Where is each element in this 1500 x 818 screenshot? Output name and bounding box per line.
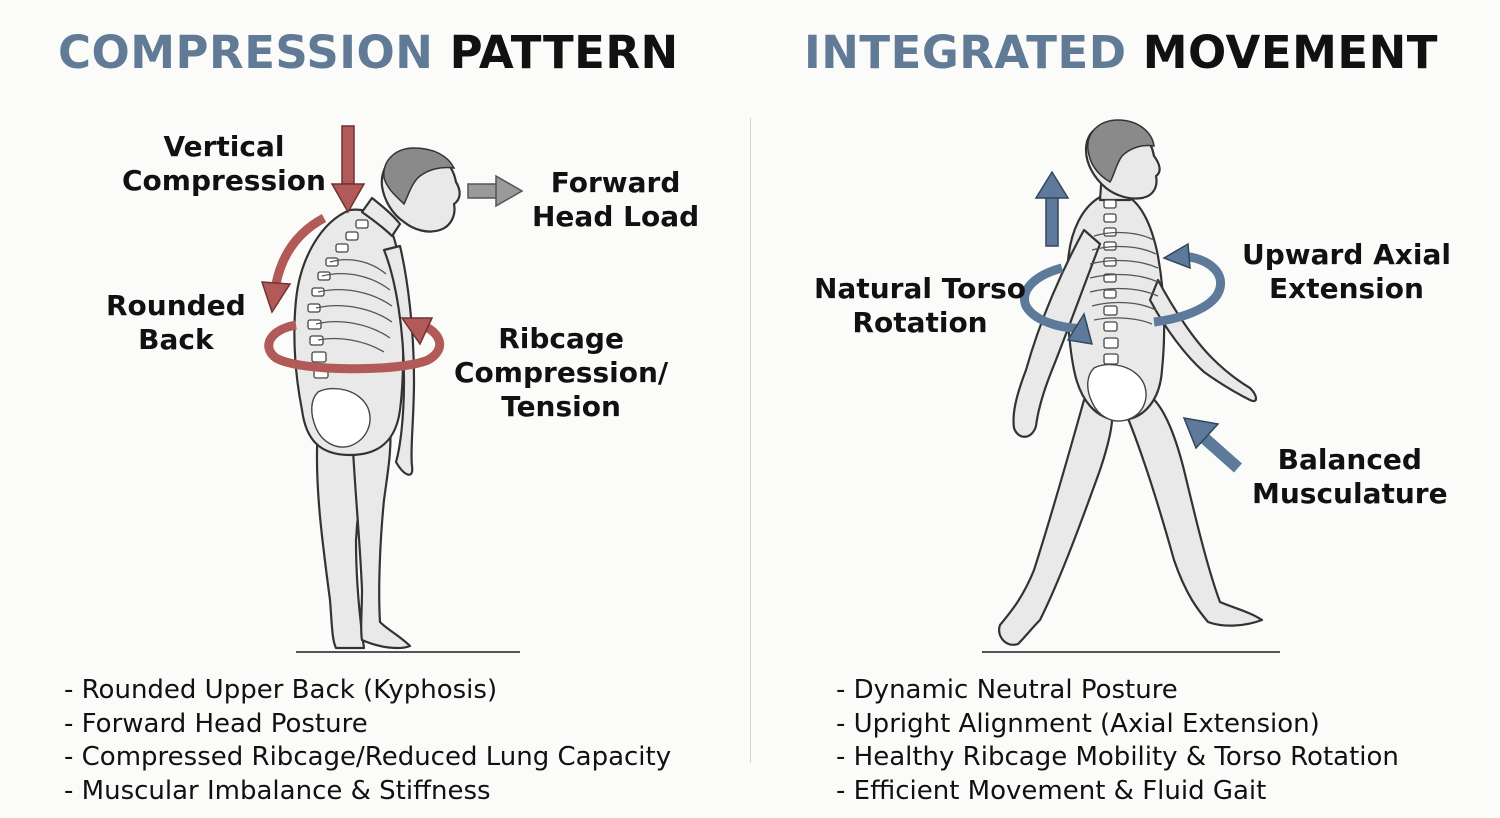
movement-bullet-list: Dynamic Neutral Posture Upright Alignmen… <box>836 674 1399 808</box>
label-line: Ribcage <box>498 322 624 355</box>
slouched-figure-illustration <box>260 125 524 653</box>
title-dark-word: PATTERN <box>449 26 679 79</box>
arrow-down-icon <box>330 125 366 214</box>
hair <box>1087 119 1155 184</box>
label-line: Forward <box>550 166 681 199</box>
list-item: Compressed Ribcage/Reduced Lung Capacity <box>64 741 671 775</box>
title-accent-word: COMPRESSION <box>58 26 434 79</box>
label-forward-head-load: Forward Head Load <box>532 166 699 234</box>
integrated-movement-title: INTEGRATED MOVEMENT <box>804 26 1438 79</box>
label-line: Balanced <box>1277 443 1422 476</box>
label-line: Head Load <box>532 200 700 233</box>
label-line: Extension <box>1269 272 1424 305</box>
rotation-ring-icon <box>264 317 444 374</box>
ribcage-lines <box>1089 231 1159 325</box>
label-line: Musculature <box>1252 477 1448 510</box>
label-line: Back <box>138 323 214 356</box>
compression-pattern-title: COMPRESSION PATTERN <box>58 26 679 79</box>
label-upward-axial-extension: Upward Axial Extension <box>1242 238 1451 306</box>
list-item: Upright Alignment (Axial Extension) <box>836 708 1399 742</box>
label-line: Compression <box>122 164 326 197</box>
curved-arrow-icon <box>260 214 327 314</box>
label-line: Tension <box>501 390 621 423</box>
list-item: Healthy Ribcage Mobility & Torso Rotatio… <box>836 741 1399 775</box>
label-vertical-compression: Vertical Compression <box>122 130 326 198</box>
list-item: Forward Head Posture <box>64 708 671 742</box>
list-item: Dynamic Neutral Posture <box>836 674 1399 708</box>
label-rounded-back: Rounded Back <box>106 289 246 357</box>
list-item: Muscular Imbalance & Stiffness <box>64 775 671 809</box>
hair <box>383 147 456 206</box>
label-balanced-musculature: Balanced Musculature <box>1252 443 1448 511</box>
compression-pattern-panel: COMPRESSION PATTERN <box>0 0 750 818</box>
pelvis <box>311 387 371 448</box>
compression-bullet-list: Rounded Upper Back (Kyphosis) Forward He… <box>64 674 671 808</box>
label-line: Natural Torso <box>814 272 1027 305</box>
arrow-up-icon <box>1034 170 1070 247</box>
title-dark-word: MOVEMENT <box>1142 26 1439 79</box>
walking-figure-illustration <box>982 119 1280 653</box>
arrow-right-icon <box>467 174 524 208</box>
label-line: Rotation <box>852 306 988 339</box>
label-line: Vertical <box>163 130 285 163</box>
list-item: Rounded Upper Back (Kyphosis) <box>64 674 671 708</box>
title-accent-word: INTEGRATED <box>804 26 1127 79</box>
panel-divider <box>750 118 751 763</box>
label-ribcage-compression: Ribcage Compression/ Tension <box>454 322 668 424</box>
list-item: Efficient Movement & Fluid Gait <box>836 775 1399 809</box>
integrated-movement-panel: INTEGRATED MOVEMENT <box>750 0 1500 818</box>
label-line: Compression/ <box>454 356 669 389</box>
ribcage-lines <box>315 259 393 353</box>
arrow-up-left-icon <box>1182 417 1242 473</box>
rotation-ring-icon <box>1020 242 1226 345</box>
label-line: Rounded <box>106 289 246 322</box>
label-line: Upward Axial <box>1242 238 1451 271</box>
pelvis <box>1087 363 1147 422</box>
label-natural-torso-rotation: Natural Torso Rotation <box>814 272 1026 340</box>
